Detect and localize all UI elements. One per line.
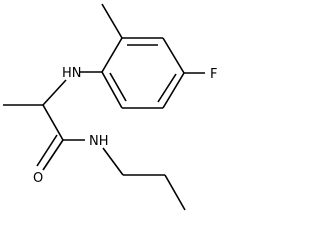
benzene-ring — [101, 37, 185, 109]
atom-label-amine-nitrogen: HN — [62, 66, 82, 81]
bond-ring-methyl — [101, 3, 123, 39]
atom-label-fluorine: F — [210, 67, 217, 82]
ring-bond-c6-c1 — [101, 71, 123, 109]
molecule-structure: F HN NH O — [3, 3, 218, 211]
atom-label-carbonyl-oxygen: O — [33, 171, 43, 186]
bond-propyl-c2-c3 — [164, 174, 186, 211]
ring-bond-c4-c5 — [162, 72, 185, 109]
ring-double-bond-c6-c1 — [109, 72, 127, 102]
bond-amine-n-alpha-c — [42, 79, 67, 106]
bond-amide-n-propyl-c1 — [102, 147, 124, 176]
bond-carbonyl-c-o — [42, 139, 64, 171]
ring-double-bond-c4-c5 — [157, 73, 177, 103]
bond-carbonyl-c-o-double — [36, 134, 58, 167]
ring-bond-c3-c4 — [162, 37, 185, 74]
ring-bond-c1-c2 — [101, 37, 123, 73]
bond-alpha-c-carbonyl-c — [42, 104, 64, 141]
atom-label-amide-nitrogen: NH — [89, 134, 109, 149]
